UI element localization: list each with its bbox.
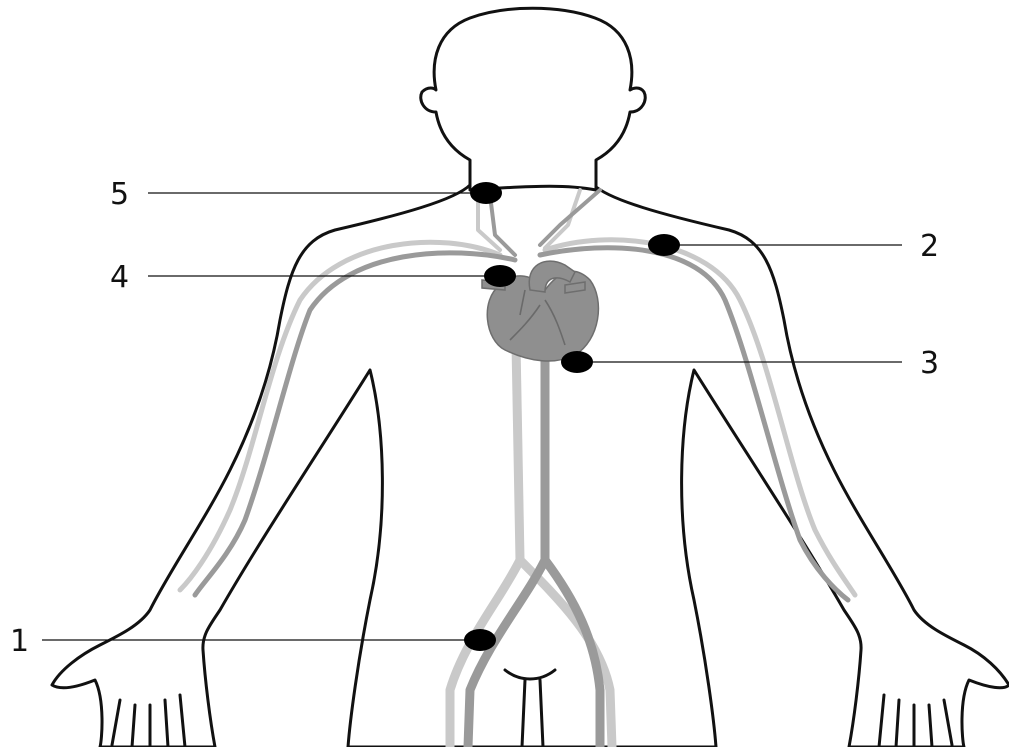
label-1: 1: [10, 624, 29, 659]
head-outline: [421, 8, 645, 190]
marker-3: [561, 351, 593, 373]
label-2: 2: [920, 229, 939, 264]
torso-outline: [52, 185, 1009, 747]
label-5: 5: [110, 177, 129, 212]
marker-5: [470, 182, 502, 204]
marker-4: [484, 265, 516, 287]
label-3: 3: [920, 346, 939, 381]
body-outline: [52, 8, 1009, 747]
marker-2: [648, 234, 680, 256]
label-4: 4: [110, 260, 129, 295]
marker-1: [464, 629, 496, 651]
